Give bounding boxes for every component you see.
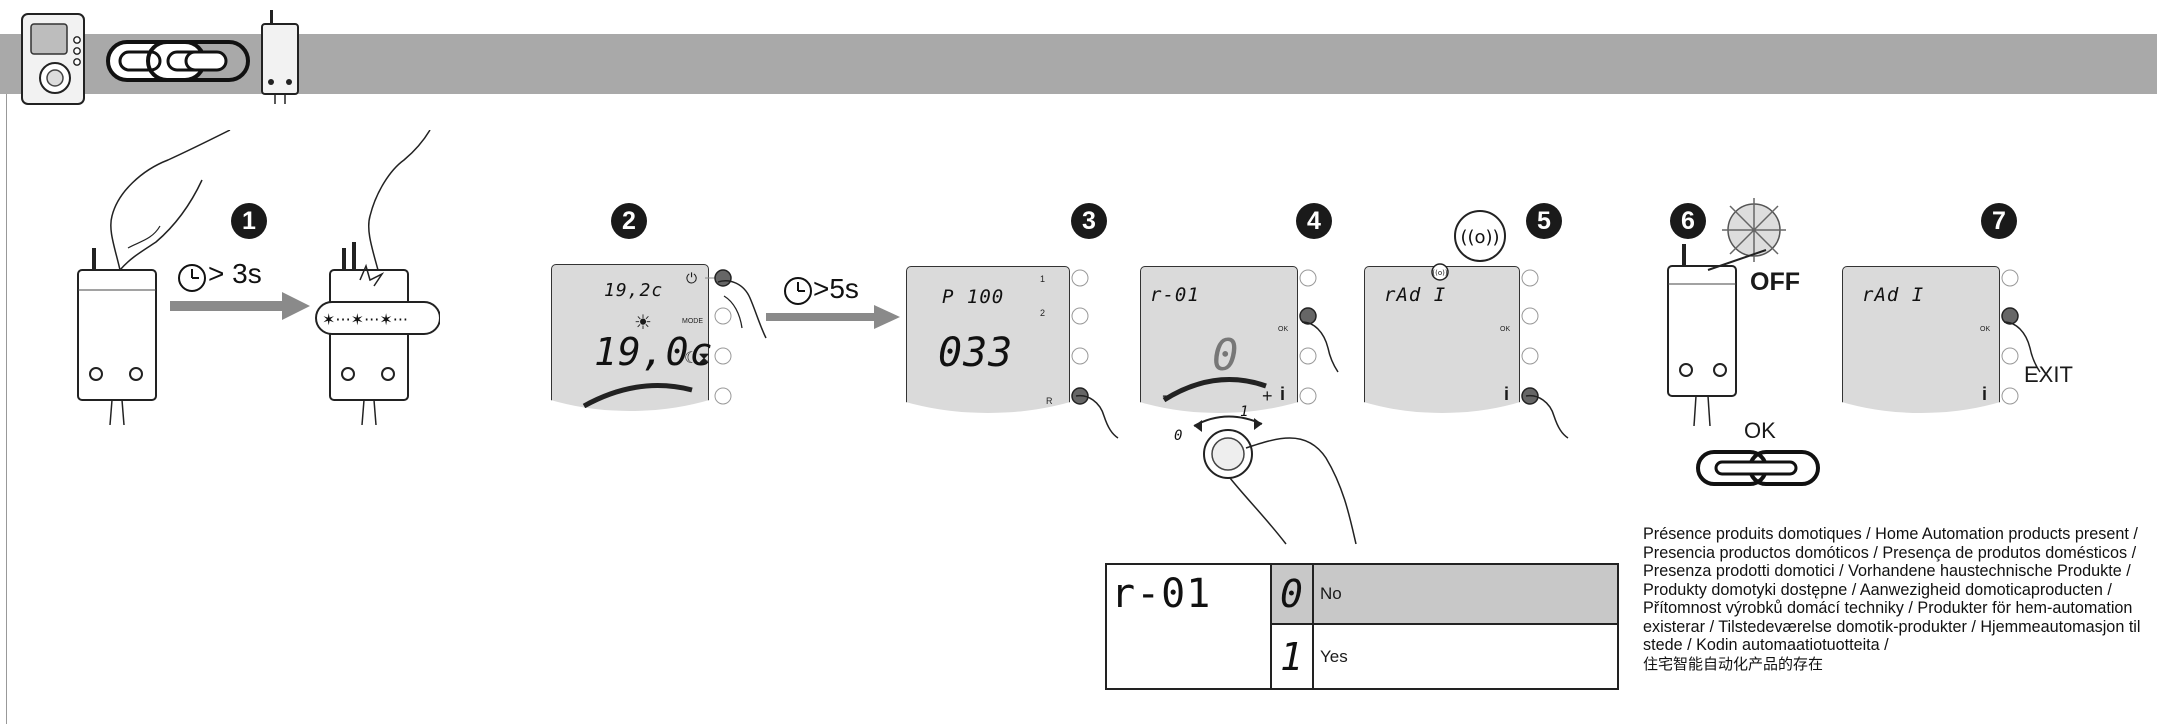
option-label-cell: Yes (1312, 623, 1619, 690)
pairing-signal-banner: ✶···✶···✶··· (315, 301, 440, 335)
hand-icon (1075, 394, 1119, 439)
display-top-temp: 19,2c (604, 280, 664, 301)
label-2: 2 (1040, 308, 1046, 318)
chain-link-icon (106, 40, 250, 82)
step-number-2: 2 (611, 203, 647, 239)
moon-icon: ☾⧗ (684, 350, 710, 367)
display-top: rAd I (1862, 284, 1925, 306)
arrow-right-icon (170, 292, 310, 320)
display-arc (1162, 377, 1267, 403)
caption-text: Présence produits domotiques / Home Auto… (1643, 525, 2141, 654)
hand-icon (1525, 394, 1569, 439)
exit-label: EXIT (2024, 362, 2073, 387)
info-label: i (1504, 384, 1510, 404)
thermostat-icon (21, 13, 85, 105)
hand-icon (367, 130, 431, 271)
option-label-0: No (1320, 584, 1342, 603)
caption-chinese: 住宅智能自动化产品的存在 (1643, 654, 1824, 673)
button-column-step2 (705, 269, 732, 405)
button-column-step7 (2001, 269, 2019, 405)
off-label: OFF (1750, 268, 1800, 296)
display-blink-value: 0 (1212, 330, 1240, 381)
timer-label-step2: >5s (813, 273, 859, 304)
receiver-device (1667, 244, 1767, 427)
ok-link-label: OK (1744, 418, 1776, 443)
display-arc (582, 383, 693, 408)
display-main-temp: 19,0c (594, 330, 714, 374)
display-top: P 100 (942, 286, 1005, 308)
option-value-cell: 0 (1270, 563, 1314, 625)
label-1: 1 (1040, 274, 1046, 284)
rotary-dial-illustration (1193, 415, 1357, 545)
ok-label: OK (1278, 326, 1289, 333)
button-column-step3 (1071, 269, 1089, 405)
arrow-right-icon (766, 305, 900, 329)
hand-icon (1301, 321, 1339, 373)
header-icons (21, 10, 299, 105)
thermostat-display-step7 (1842, 266, 2000, 413)
sun-icon: ☀ (634, 312, 652, 334)
thermostat-display-step3 (906, 266, 1070, 413)
radio-signal-icon: ((o)) (1454, 210, 1506, 262)
header-bar (0, 34, 2157, 94)
svg-text:((o)): ((o)) (1432, 269, 1447, 277)
left-border-line (6, 94, 7, 724)
info-label: i (1280, 384, 1286, 404)
ok-label: OK (1500, 326, 1511, 333)
option-table: r-01 0 No 1 Yes (1105, 563, 1619, 690)
receiver-icon (261, 10, 299, 104)
hand-icon (110, 130, 231, 271)
receiver-device (77, 248, 157, 426)
option-value-0: 0 (1280, 572, 1304, 616)
display-top: r-01 (1150, 284, 1200, 306)
clock-icon (178, 264, 206, 292)
step-number-4: 4 (1296, 203, 1332, 239)
display-top: rAd I (1384, 284, 1447, 306)
clock-icon (784, 277, 812, 305)
timer-label-step1: > 3s (208, 258, 262, 289)
step1-illustration: ✶···✶···✶··· (77, 130, 440, 426)
option-value-cell: 1 (1270, 623, 1314, 690)
option-label-1: Yes (1320, 646, 1348, 666)
button-column-step5 (1521, 269, 1539, 405)
caption: Présence produits domotiques / Home Auto… (1643, 525, 2143, 673)
dial-right-label: 1 (1240, 404, 1250, 420)
option-label-cell: No (1312, 563, 1619, 625)
step-number-3: 3 (1071, 203, 1107, 239)
thermostat-display-step4 (1140, 266, 1298, 413)
dial-left-label: 0 (1174, 428, 1184, 444)
plus-label: + (1262, 386, 1273, 406)
ok-label: OK (1980, 326, 1991, 333)
step-number-6: 6 (1670, 203, 1706, 239)
power-icon: ⏻ (686, 270, 698, 286)
hand-icon (2003, 321, 2041, 373)
radio-signal-small-icon: ((o)) (1431, 263, 1449, 281)
label-r: R (1046, 396, 1053, 406)
step-number-7: 7 (1981, 203, 2017, 239)
chain-link-icon (1696, 450, 1820, 486)
option-code-cell: r-01 (1105, 563, 1272, 690)
step-number-1: 1 (231, 203, 267, 239)
option-value-1: 1 (1280, 634, 1304, 679)
mode-label: MODE (682, 318, 703, 325)
display-main: 033 (938, 330, 1014, 376)
info-label: i (1982, 384, 1988, 404)
svg-text:((o)): ((o)) (1460, 227, 1499, 248)
option-code: r-01 (1111, 571, 1212, 617)
no-signal-icon (1722, 198, 1786, 262)
step-number-5: 5 (1526, 203, 1562, 239)
svg-text:✶···✶···✶···: ✶···✶···✶··· (322, 310, 408, 329)
hand-icon (717, 280, 767, 339)
button-column-step4 (1299, 269, 1317, 405)
